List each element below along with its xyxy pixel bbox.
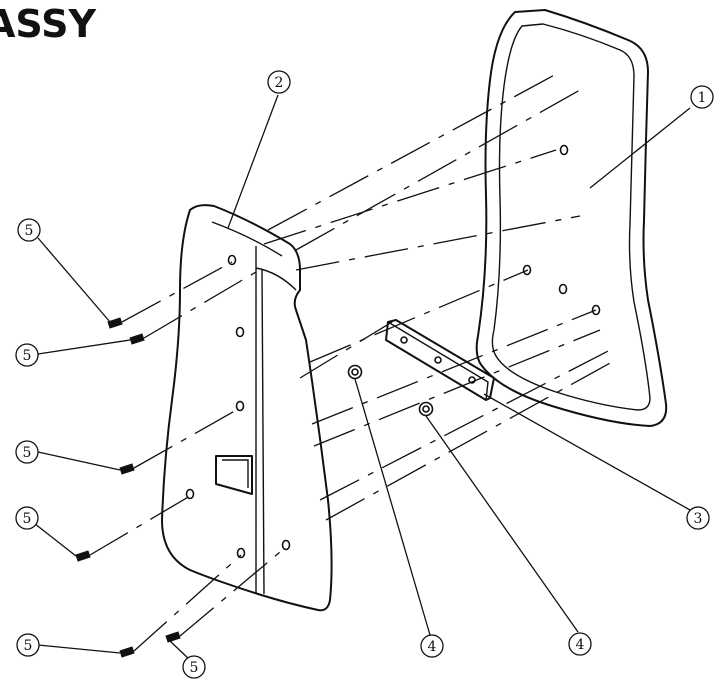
callout-5-e-label: 5 [24,638,33,654]
callout-5-d-label: 5 [23,511,32,527]
callout-5-e: 5 [16,633,40,657]
callout-5-b: 5 [15,343,39,367]
callout-2: 2 [267,70,291,94]
callout-5-b-label: 5 [23,348,32,364]
callout-3-label: 3 [694,511,703,527]
callout-4-right: 4 [568,632,592,656]
callout-5-c-label: 5 [23,445,32,461]
callout-4-left-label: 4 [428,639,437,655]
callout-4-left: 4 [420,634,444,658]
callout-3: 3 [686,506,710,530]
callout-4-right-label: 4 [576,637,585,653]
drawing-title: ASSY [0,2,96,46]
callout-leader-lines [29,94,691,661]
callout-5-d: 5 [15,506,39,530]
part-5-screws [75,317,181,658]
callout-5-f-label: 5 [190,660,199,676]
callout-1: 1 [690,85,714,109]
callout-2-label: 2 [275,75,284,91]
callout-5-f: 5 [182,655,206,679]
assembly-dashed-lines [89,71,613,652]
part-2-back-shell [161,204,333,612]
callout-5-a-label: 5 [25,223,34,239]
callout-1-label: 1 [698,90,707,106]
callout-5-c: 5 [15,440,39,464]
part-4-spacers [347,364,434,417]
callout-5-a: 5 [17,218,41,242]
